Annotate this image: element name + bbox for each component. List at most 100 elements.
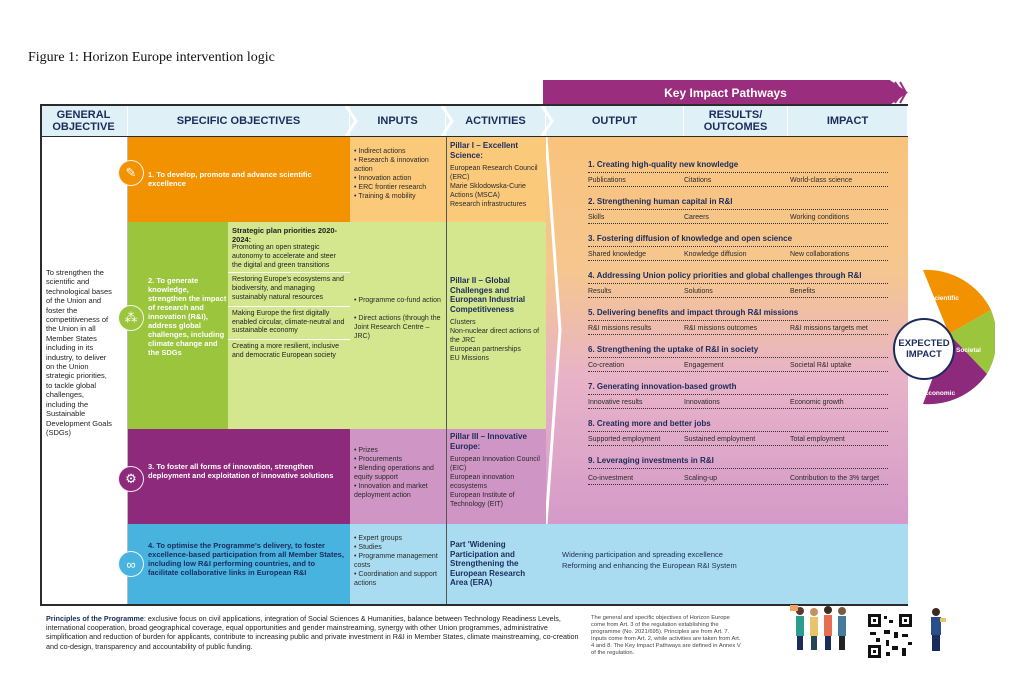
pathway-title: 7. Generating innovation-based growth [588, 382, 888, 395]
pathway-result: Sustained employment [684, 436, 756, 443]
inputs-group-2: • Programme co-fund action • Direct acti… [354, 296, 444, 341]
activities-divider [446, 137, 447, 604]
pathway-result: Engagement [684, 362, 724, 369]
pathway-output: Co-investment [588, 475, 634, 482]
pathway-result: R&I missions outcomes [684, 325, 758, 332]
inputs-group-1: • Indirect actions • Research & innovati… [354, 147, 444, 201]
pathway-title: 3. Fostering diffusion of knowledge and … [588, 234, 888, 247]
input-item: • Coordination and support actions [354, 571, 438, 587]
activity-item: Research infrastructures [450, 201, 527, 208]
specific-objective-2: 2. To generate knowledge, strengthen the… [148, 276, 227, 357]
pathways-list: 1. Creating high-quality new knowledge P… [588, 160, 888, 500]
pathway-impact: Working conditions [790, 214, 850, 221]
pathway-item-6: 6. Strengthening the uptake of R&I in so… [588, 345, 888, 382]
header-specific-objectives-text: SPECIFIC OBJECTIVES [176, 115, 301, 127]
strategic-plan-first: Promoting an open strategic autonomy to … [232, 244, 336, 269]
microscope-icon: ✎ [118, 160, 144, 186]
activity-item: Clusters [450, 319, 476, 326]
activity-pillar-2: Pillar II – Global Challenges and Europe… [450, 276, 542, 363]
activity-item: European Innovation Council (EIC) [450, 456, 540, 472]
principles-label: Principles of the Programme [46, 614, 144, 623]
inputs-group-3: • Prizes • Procurements • Blending opera… [354, 446, 444, 500]
pathway-cells: Skills Careers Working conditions [588, 210, 888, 224]
specific-objective-1: 1. To develop, promote and advance scien… [148, 170, 312, 188]
frame-left-line [40, 104, 42, 606]
input-item: • Indirect actions [354, 148, 406, 155]
input-item: • Procurements [354, 456, 402, 463]
pathway-result: Solutions [684, 288, 713, 295]
handshake-icon: ∞ [118, 551, 144, 577]
input-item: • Innovation action [354, 175, 412, 182]
wheel-segment-scientific [923, 269, 991, 334]
activity-item: European partnerships [450, 346, 521, 353]
pathway-title: 6. Strengthening the uptake of R&I in so… [588, 345, 888, 358]
pathway-cells: Shared knowledge Knowledge diffusion New… [588, 247, 888, 261]
pathway-output: Skills [588, 214, 605, 221]
pathway-impact: Total employment [790, 436, 845, 443]
pathway-impact: Contribution to the 3% target [790, 475, 880, 482]
specific-objective-4: 4. To optimise the Programme's delivery,… [148, 541, 344, 577]
input-item: • Innovation and market deployment actio… [354, 483, 428, 499]
header-general-objective-text: GENERAL OBJECTIVE [52, 109, 115, 133]
pathway-output: R&I missions results [588, 325, 652, 332]
principles-paragraph: Principles of the Programme: exclusive f… [46, 614, 586, 651]
figure-caption: Figure 1: Horizon Europe intervention lo… [28, 50, 275, 65]
input-item: • Studies [354, 544, 382, 551]
pathway-item-3: 3. Fostering diffusion of knowledge and … [588, 234, 888, 271]
activity-pillar-1: Pillar I – Excellent Science: European R… [450, 141, 542, 209]
inputs-bg-purple [350, 429, 546, 524]
activity-title: Pillar II – Global Challenges and Europe… [450, 276, 526, 314]
footnote: The general and specific objectives of H… [591, 615, 741, 656]
activity-pillar-3: Pillar III – Innovative Europe: European… [450, 432, 542, 509]
input-item: • Programme co-fund action [354, 297, 441, 304]
inputs-bg-blue [350, 524, 546, 604]
frame-bottom-line [40, 604, 908, 606]
pathway-item-2: 2. Strengthening human capital in R&I Sk… [588, 197, 888, 234]
principles-text: : exclusive focus on civil applications,… [46, 614, 579, 651]
key-impact-pathways-banner: Key Impact Pathways [543, 80, 908, 105]
pathway-impact: Economic growth [790, 399, 844, 406]
pathway-output: Innovative results [588, 399, 643, 406]
innovation-icon: ⚙ [118, 466, 144, 492]
header-divider-arrow [440, 106, 454, 136]
qr-code-icon [866, 612, 914, 660]
header-inputs-text: INPUTS [377, 115, 418, 127]
input-item: • Training & mobility [354, 193, 416, 200]
input-item: • Direct actions (through the Joint Rese… [354, 315, 441, 340]
strategic-plan-item: Restoring Europe's ecosystems and biodiv… [228, 272, 350, 305]
wheel-label-scientific: Scientific [930, 295, 959, 302]
impact-wheel [923, 269, 995, 405]
pathway-item-5: 5. Delivering benefits and impact throug… [588, 308, 888, 345]
pathway-cells: Co-investment Scaling-up Contribution to… [588, 469, 888, 485]
pathway-impact: R&I missions targets met [790, 325, 868, 332]
header-divider-arrow [344, 106, 358, 136]
header-output-text: OUTPUT [591, 115, 638, 127]
pathway-item-9: 9. Leveraging investments in R&I Co-inve… [588, 456, 888, 500]
pathway-impact: New collaborations [790, 251, 850, 258]
header-activities: ACTIVITIES [446, 106, 546, 136]
activity-widening: Part 'Widening Participation and Strengt… [450, 540, 542, 588]
pathway-title: 4. Addressing Union policy priorities an… [588, 271, 888, 284]
pathway-item-4: 4. Addressing Union policy priorities an… [588, 271, 888, 308]
header-output: OUTPUT [546, 106, 684, 136]
input-item: • Blending operations and equity support [354, 465, 434, 481]
input-item: • Prizes [354, 447, 378, 454]
pathway-title: 9. Leveraging investments in R&I [588, 456, 888, 469]
inputs-bg-orange [350, 137, 546, 222]
globe-network-icon: ⁂ [118, 305, 144, 331]
pathway-impact: Societal R&I uptake [790, 362, 852, 369]
pathway-item-1: 1. Creating high-quality new knowledge P… [588, 160, 888, 197]
inputs-bg-lime [350, 222, 546, 429]
activity-item: European Research Council (ERC) [450, 165, 538, 181]
pathway-cells: Supported employment Sustained employmen… [588, 432, 888, 446]
pathway-output: Shared knowledge [588, 251, 646, 258]
activity-item: European innovation ecosystems [450, 474, 515, 490]
activity-title: Part 'Widening Participation and Strengt… [450, 540, 526, 587]
header-activities-text: ACTIVITIES [465, 115, 526, 127]
input-item: • Research & innovation action [354, 157, 429, 173]
pathway-result: Citations [684, 177, 712, 184]
activities-output-arrow [546, 137, 562, 524]
activity-item: Marie Sklodowska-Curie Actions (MSCA) [450, 183, 526, 199]
pathway-output: Results [588, 288, 612, 295]
pathway-cells: Innovative results Innovations Economic … [588, 395, 888, 409]
